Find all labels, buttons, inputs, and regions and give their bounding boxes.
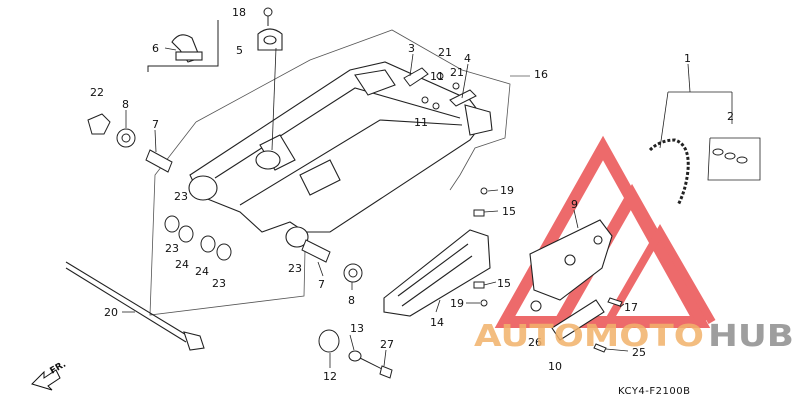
callout-7-left: 7: [152, 118, 159, 131]
callout-10: 10: [548, 360, 562, 373]
callout-8-left: 8: [122, 98, 129, 111]
arrow-left-icon: [31, 369, 61, 391]
callout-labels: 1 2 3 4 5 6 7 7 8 8 9 10 11 11 12 13 14 …: [90, 6, 734, 383]
watermark-text: AUTOMOTO HUB: [474, 319, 794, 354]
swingarm: [188, 61, 493, 248]
bracket-part: [257, 28, 283, 51]
collar-right: [301, 239, 363, 283]
callout-21-top: 21: [438, 46, 452, 59]
callout-14: 14: [430, 316, 444, 329]
callout-24-b: 24: [195, 265, 209, 278]
callout-19-top: 19: [500, 184, 514, 197]
drive-chain: [648, 138, 690, 206]
callout-23-a: 23: [174, 190, 188, 203]
callout-9: 9: [571, 198, 578, 211]
callout-15-bottom: 15: [497, 277, 511, 290]
plate-4: [449, 89, 477, 107]
callout-22: 22: [90, 86, 104, 99]
chain-slider: [383, 229, 491, 317]
clamp-part: [171, 34, 203, 63]
callout-13: 13: [350, 322, 364, 335]
callout-25: 25: [632, 346, 646, 359]
master-link: [712, 148, 748, 164]
bolts-11-21: [421, 72, 460, 110]
leader-lines: [122, 47, 733, 368]
callout-4: 4: [464, 52, 471, 65]
chain-guide: [529, 219, 613, 341]
clamp-frame: [147, 20, 219, 72]
watermark-text-a: AUTOMOTO: [474, 319, 704, 354]
callout-20: 20: [104, 306, 118, 319]
callout-18: 18: [232, 6, 246, 19]
callout-2: 2: [727, 110, 734, 123]
callout-19-bottom: 19: [450, 297, 464, 310]
pivot-bolt: [65, 261, 205, 351]
callout-1: 1: [684, 52, 691, 65]
callout-23-d: 23: [288, 262, 302, 275]
callout-15-top: 15: [502, 205, 516, 218]
callout-23-c: 23: [212, 277, 226, 290]
callout-12: 12: [323, 370, 337, 383]
callout-5: 5: [236, 44, 243, 57]
master-link-box: [707, 137, 761, 181]
callout-21-mid: 21: [450, 66, 464, 79]
callout-23-b: 23: [165, 242, 179, 255]
callout-27: 27: [380, 338, 394, 351]
callout-6: 6: [152, 42, 159, 55]
callout-26: 26: [528, 336, 542, 349]
pivot-parts-left: [87, 113, 173, 173]
callout-11-bottom: 11: [414, 116, 428, 129]
bolt-18: [263, 7, 273, 26]
callout-16: 16: [534, 68, 548, 81]
callout-17: 17: [624, 301, 638, 314]
callout-24-a: 24: [175, 258, 189, 271]
callout-3: 3: [408, 42, 415, 55]
front-direction-indicator: FR.: [31, 360, 68, 391]
bolts-17-25-26: [530, 297, 623, 353]
watermark-text-b: HUB: [708, 319, 794, 354]
callout-11-top: 11: [430, 70, 444, 83]
drawing-code: KCY4-F2100B: [618, 386, 690, 397]
bottom-parts: [318, 329, 393, 379]
fasteners-15-19: [473, 187, 488, 307]
plate-3: [403, 67, 429, 87]
assembly-group-outline: [149, 29, 530, 316]
callout-8-right: 8: [348, 294, 355, 307]
callout-7-right: 7: [318, 278, 325, 291]
bearing-set: [164, 215, 232, 261]
